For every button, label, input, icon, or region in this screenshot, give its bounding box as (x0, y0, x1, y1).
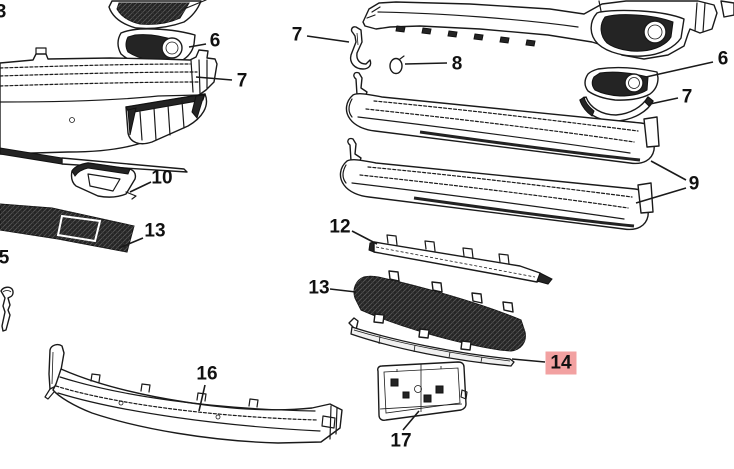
part-grille-center-13 (353, 270, 526, 352)
part-bracket-12 (368, 234, 553, 285)
part-plug-8 (389, 55, 405, 75)
part-number: 13 (144, 221, 165, 242)
leader-line (188, 43, 207, 48)
callout-14[interactable]: 14 (511, 351, 577, 375)
part-fascia-left (0, 47, 218, 155)
leader-line (306, 35, 350, 43)
part-number: 5 (0, 248, 10, 269)
callout-7-top-middle[interactable]: 7 (292, 25, 350, 46)
leader-line (198, 384, 206, 412)
part-license-bracket-17 (377, 361, 468, 421)
part-number: 13 (308, 278, 329, 299)
part-bracket-7-top (349, 26, 372, 70)
part-fascia-upper-right (362, 0, 734, 60)
part-grille-left-13 (0, 203, 135, 253)
part-belt-strip-left (0, 147, 188, 173)
leader-line (129, 181, 152, 193)
leader-line (650, 160, 687, 181)
callout-6-left[interactable]: 6 (188, 31, 221, 52)
part-skid-plate-16 (44, 343, 343, 444)
leader-line (195, 76, 233, 81)
part-number: 6 (210, 31, 221, 52)
part-number: 10 (151, 168, 172, 189)
part-closeout-10 (70, 162, 137, 200)
part-molding-right (579, 96, 654, 122)
highlight-box (545, 351, 577, 375)
part-upper-grille-partial (108, 0, 207, 30)
part-clip-fastener (0, 286, 14, 332)
leader-line (402, 410, 420, 431)
part-fog-bezel-left (117, 28, 196, 67)
part-number: 8 (452, 54, 463, 75)
leader-line (635, 187, 687, 204)
part-number: 7 (292, 25, 303, 46)
leader-line (649, 97, 679, 105)
part-molding-14 (348, 317, 515, 367)
callout-8[interactable]: 8 (404, 54, 463, 75)
part-number: 17 (390, 431, 411, 452)
callout-17[interactable]: 17 (390, 410, 420, 452)
part-number: 7 (237, 71, 248, 92)
callout-6-right[interactable]: 6 (645, 49, 729, 78)
callout-16[interactable]: 16 (196, 364, 218, 412)
part-number: 16 (196, 364, 217, 385)
leader-line (118, 237, 144, 249)
part-number: 12 (329, 217, 350, 238)
part-number: 3 (0, 2, 6, 23)
part-number: 9 (689, 174, 700, 195)
callout-3-partial[interactable]: 3 (0, 2, 6, 23)
callout-5-partial[interactable]: 5 (0, 248, 10, 269)
leader-line (351, 230, 378, 245)
part-number: 6 (718, 49, 729, 70)
leader-line (404, 62, 448, 65)
leader-line (645, 61, 714, 78)
callout-10[interactable]: 10 (129, 168, 173, 193)
callout-9[interactable]: 9 (635, 160, 700, 204)
callout-7-right[interactable]: 7 (649, 87, 693, 108)
callout-12[interactable]: 12 (329, 217, 378, 245)
part-number: 14 (550, 353, 572, 374)
leader-line (511, 358, 546, 363)
callout-13-left[interactable]: 13 (118, 221, 166, 249)
callout-7-left[interactable]: 7 (195, 71, 248, 92)
part-number: 7 (682, 87, 693, 108)
callout-13-center[interactable]: 13 (308, 278, 357, 299)
part-fog-bezel-right (584, 66, 659, 101)
leader-line (329, 288, 357, 293)
